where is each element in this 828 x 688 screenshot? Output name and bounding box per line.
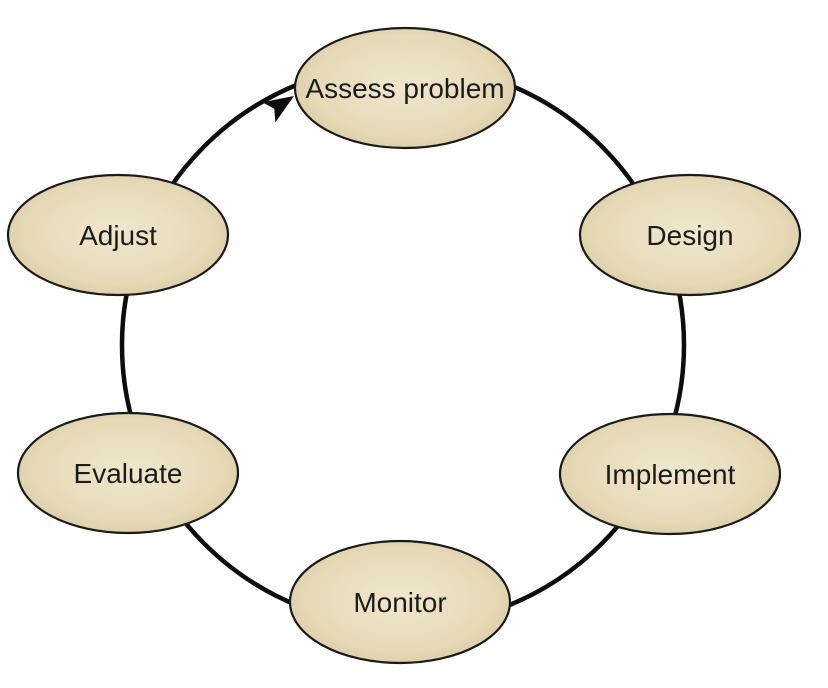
node-label-adjust: Adjust bbox=[79, 220, 157, 251]
node-evaluate: Evaluate bbox=[16, 411, 240, 535]
node-monitor: Monitor bbox=[288, 539, 512, 665]
node-ellipse-assess-problem bbox=[293, 26, 517, 150]
node-assess-problem: Assess problem bbox=[293, 26, 517, 150]
node-implement: Implement bbox=[558, 412, 782, 536]
node-label-monitor: Monitor bbox=[353, 587, 446, 618]
node-label-design: Design bbox=[646, 220, 733, 251]
node-ellipse-monitor bbox=[288, 539, 512, 665]
node-design: Design bbox=[578, 173, 802, 297]
cycle-arrowhead-icon bbox=[262, 96, 294, 123]
node-label-evaluate: Evaluate bbox=[74, 458, 183, 489]
node-ellipse-adjust bbox=[6, 173, 230, 297]
node-adjust: Adjust bbox=[6, 173, 230, 297]
node-ellipse-evaluate bbox=[16, 411, 240, 535]
node-label-implement: Implement bbox=[605, 459, 736, 490]
node-label-assess-problem: Assess problem bbox=[305, 73, 504, 104]
node-ellipse-design bbox=[578, 173, 802, 297]
node-ellipse-implement bbox=[558, 412, 782, 536]
